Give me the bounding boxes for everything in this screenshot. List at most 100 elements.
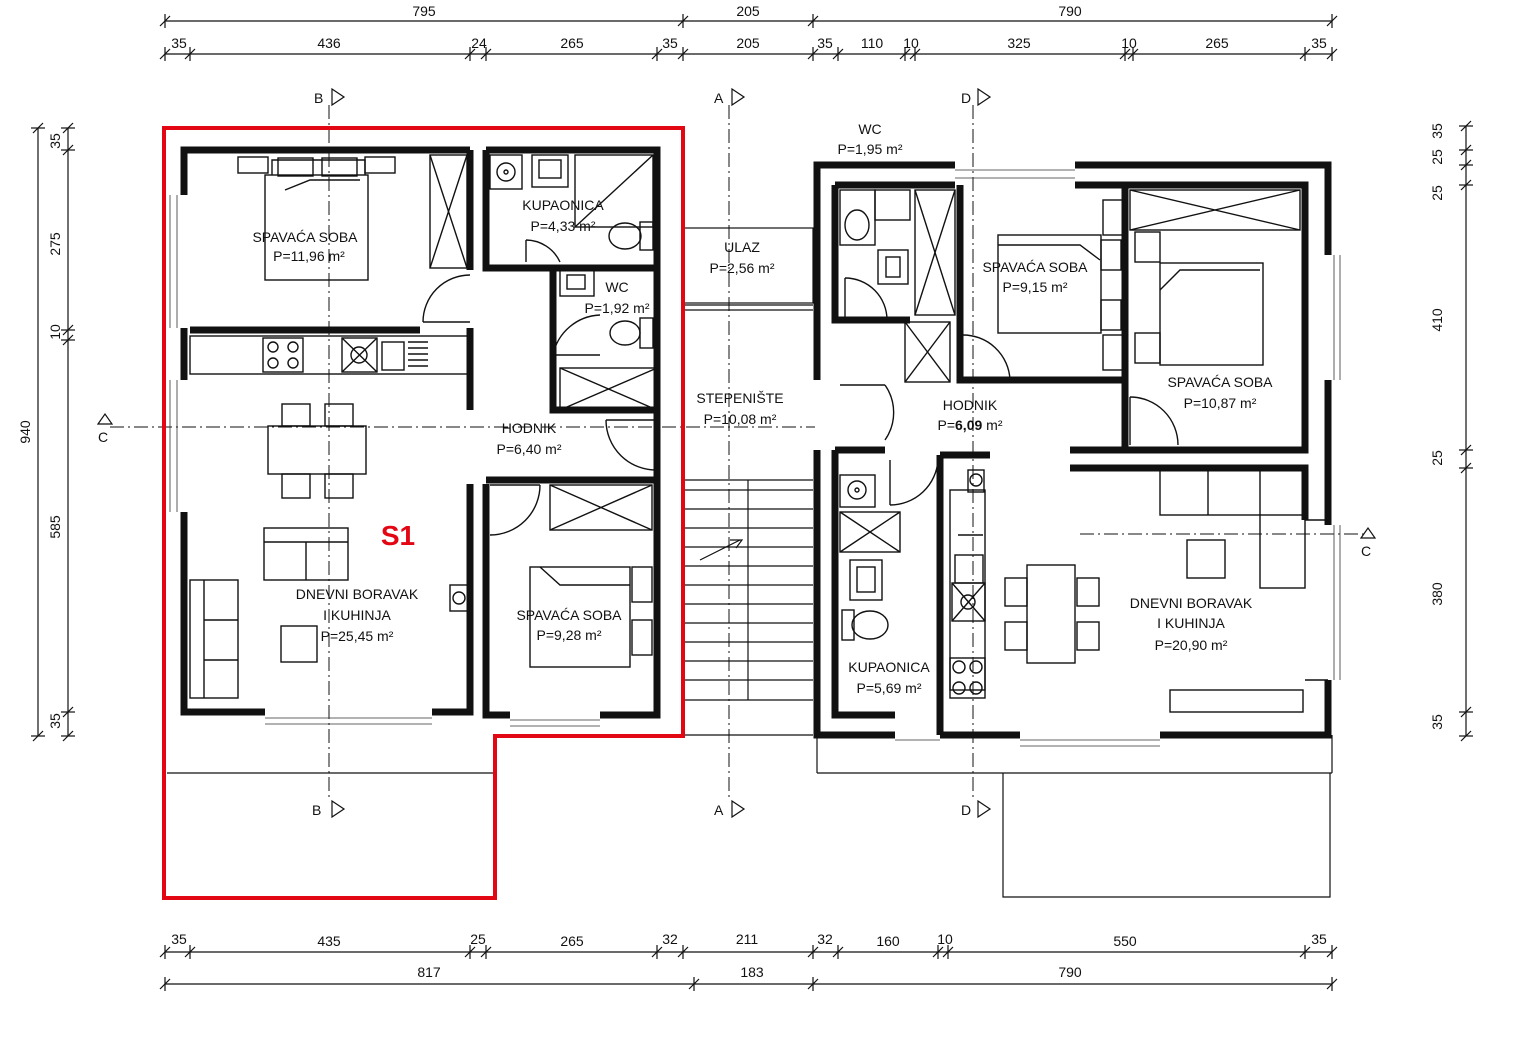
section-mark-a-bottom: A	[714, 802, 724, 818]
dim-left-1: 35	[47, 133, 63, 149]
dim-right-6: 380	[1429, 582, 1445, 606]
room-s1-bedroom2-name: SPAVAĆA SOBA	[516, 607, 622, 623]
room-entrance-area: P=2,56 m²	[710, 260, 775, 276]
room-s2-bedroom2-area: P=10,87 m²	[1184, 395, 1257, 411]
room-s1-bedroom1-area: P=11,96 m²	[273, 248, 345, 264]
dim-left-total: 940	[17, 420, 33, 444]
section-mark-c-left: C	[98, 429, 108, 445]
room-s2-hall-area-value: 6,09	[955, 417, 982, 433]
dim-bottom-total-3: 790	[1058, 964, 1082, 980]
dim-bottom-3: 25	[470, 931, 486, 947]
room-s1-bedroom1-name: SPAVAĆA SOBA	[252, 229, 358, 245]
dim-left-2: 275	[47, 232, 63, 256]
dim-right-7: 35	[1429, 714, 1445, 730]
section-mark-b-top: B	[314, 90, 323, 106]
dim-top-1: 35	[171, 35, 187, 51]
room-s1-living-area: P=25,45 m²	[321, 628, 394, 644]
room-s2-hall-area-prefix: P=	[938, 417, 956, 433]
dim-left-3: 10	[47, 324, 63, 340]
dim-left-4: 585	[47, 515, 63, 539]
dim-bottom-5: 32	[662, 931, 678, 947]
room-s2-bedroom1-name: SPAVAĆA SOBA	[982, 259, 1088, 275]
dim-top-7: 35	[817, 35, 833, 51]
dim-top-5: 35	[662, 35, 678, 51]
room-labels: SPAVAĆA SOBA P=11,96 m² KUPAONICA P=4,33…	[252, 121, 1273, 696]
room-s2-bathroom-name: KUPAONICA	[848, 659, 930, 675]
dim-bottom-4: 265	[560, 933, 584, 949]
section-arrow-a-bottom	[731, 799, 746, 819]
dim-top-2: 436	[317, 35, 341, 51]
room-stairs-area: P=10,08 m²	[704, 411, 777, 427]
dim-bottom-1: 35	[171, 931, 187, 947]
room-s2-living-name2: I KUHINJA	[1157, 615, 1225, 631]
dim-top-4: 265	[560, 35, 584, 51]
room-stairs-name: STEPENIŠTE	[696, 390, 783, 406]
dim-bottom-total-2: 183	[740, 964, 764, 980]
stairwell	[682, 227, 814, 736]
room-s2-living-name1: DNEVNI BORAVAK	[1130, 595, 1253, 611]
dim-bottom-7: 32	[817, 931, 833, 947]
section-mark-b-bottom: B	[312, 802, 321, 818]
section-mark-d-bottom: D	[961, 802, 971, 818]
room-s1-wc-name: WC	[605, 279, 628, 295]
room-s1-living-name2: I KUHINJA	[323, 607, 391, 623]
room-s2-wc-name: WC	[858, 121, 881, 137]
dim-left-5: 35	[47, 713, 63, 729]
dim-bottom-10: 550	[1113, 933, 1137, 949]
dim-top-6: 205	[736, 35, 760, 51]
section-arrow-d-bottom	[977, 799, 992, 819]
section-arrow-c-right	[1359, 526, 1377, 539]
dim-top-3: 24	[471, 35, 487, 51]
dim-top-10: 325	[1007, 35, 1031, 51]
room-s1-bathroom-area: P=4,33 m²	[531, 218, 596, 234]
dim-top-12: 265	[1205, 35, 1229, 51]
dim-top-9: 10	[903, 35, 919, 51]
room-s1-bedroom2-area: P=9,28 m²	[537, 627, 602, 643]
room-s2-bedroom2-name: SPAVAĆA SOBA	[1167, 374, 1273, 390]
unit-s1-label: S1	[381, 520, 415, 551]
dim-right-5: 25	[1429, 450, 1445, 466]
dimension-lines	[31, 14, 1473, 991]
section-lines	[110, 105, 1368, 800]
windows	[169, 169, 1341, 747]
dim-bottom-11: 35	[1311, 931, 1327, 947]
dim-bottom-8: 160	[876, 933, 900, 949]
furniture-s1	[189, 154, 658, 699]
walls	[180, 146, 1332, 739]
room-s2-hall-area: P=6,09 m²	[938, 417, 1003, 433]
section-arrow-b-top	[331, 87, 346, 107]
section-mark-d-top: D	[961, 90, 971, 106]
section-arrow-d-top	[977, 87, 992, 107]
dim-top-11: 10	[1121, 35, 1137, 51]
dim-bottom-2: 435	[317, 933, 341, 949]
dim-top-total-2: 205	[736, 3, 760, 19]
dim-bottom-6: 211	[736, 931, 759, 947]
room-s2-bedroom1-area: P=9,15 m²	[1003, 279, 1068, 295]
room-s1-wc-area: P=1,92 m²	[585, 300, 650, 316]
section-markers: B A D B A D C C	[96, 87, 1377, 819]
unit-s1-outline	[162, 126, 685, 900]
section-arrow-c-left	[96, 412, 114, 425]
dim-right-4: 410	[1429, 308, 1445, 332]
dimension-labels: 795 205 790 35 436 24 265 35 205 35 110 …	[17, 3, 1445, 980]
terraces	[167, 735, 1333, 898]
room-s2-hall-name: HODNIK	[943, 397, 998, 413]
dim-right-3: 25	[1429, 185, 1445, 201]
section-arrow-b-bottom	[331, 799, 346, 819]
dim-bottom-9: 10	[937, 931, 953, 947]
room-s1-living-name1: DNEVNI BORAVAK	[296, 586, 419, 602]
room-s1-hall-name: HODNIK	[502, 420, 557, 436]
room-s2-wc-area: P=1,95 m²	[838, 141, 903, 157]
room-s2-bathroom-area: P=5,69 m²	[857, 680, 922, 696]
room-s1-hall-area: P=6,40 m²	[497, 441, 562, 457]
dim-top-total-1: 795	[412, 3, 436, 19]
dim-right-2: 25	[1429, 149, 1445, 165]
dim-top-total-3: 790	[1058, 3, 1082, 19]
room-s1-bathroom-name: KUPAONICA	[522, 197, 604, 213]
section-arrow-a-top	[731, 87, 746, 107]
furniture-s2	[839, 189, 1328, 713]
room-s2-living-area: P=20,90 m²	[1155, 637, 1228, 653]
room-entrance-name: ULAZ	[724, 239, 760, 255]
dim-bottom-total-1: 817	[417, 964, 441, 980]
